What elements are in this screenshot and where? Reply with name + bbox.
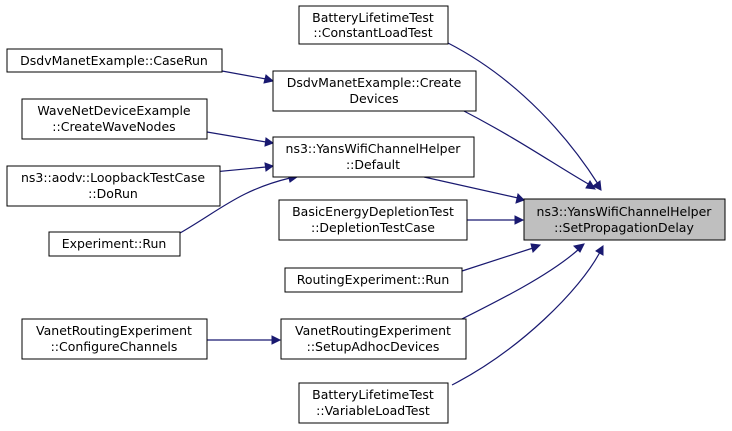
edge-vanet-setup-to-target	[451, 248, 580, 325]
node-aodv-loopback[interactable]: ns3::aodv::LoopbackTestCase ::DoRun	[6, 165, 221, 207]
edge-arrowhead	[271, 335, 282, 345]
node-label: ::Default	[346, 157, 400, 172]
edge-routing-run-to-target	[461, 247, 534, 272]
edge-arrowhead	[264, 137, 275, 147]
edge-dsdv-create-to-target	[461, 109, 591, 186]
node-experiment-run[interactable]: Experiment::Run	[48, 231, 181, 257]
node-label: ::DepletionTestCase	[311, 220, 435, 235]
edge-arrowhead	[263, 74, 275, 84]
node-label: BatteryLifetimeTest	[312, 10, 434, 25]
node-basic-energy-depletion[interactable]: BasicEnergyDepletionTest ::DepletionTest…	[278, 199, 468, 241]
node-label: VanetRoutingExperiment	[36, 323, 192, 338]
node-label: ::ConstantLoadTest	[313, 25, 432, 40]
edges	[179, 42, 604, 386]
node-label: ns3::aodv::LoopbackTestCase	[21, 170, 205, 185]
edge-arrowhead	[530, 243, 542, 253]
edge-arrowhead	[514, 215, 525, 225]
node-vanet-configure-channels[interactable]: VanetRoutingExperiment ::ConfigureChanne…	[21, 318, 208, 360]
node-label: DsdvManetExample::CaseRun	[20, 53, 208, 68]
node-wave-create-nodes[interactable]: WaveNetDeviceExample ::CreateWaveNodes	[21, 98, 208, 140]
edge-arrowhead	[585, 180, 596, 190]
edge-blt-var-to-target	[451, 251, 601, 386]
edge-dsdv-run-to-dsdv-create	[221, 70, 267, 80]
node-vanet-setup-adhoc[interactable]: VanetRoutingExperiment ::SetupAdhocDevic…	[280, 318, 467, 360]
node-target[interactable]: ns3::YansWifiChannelHelper ::SetPropagat…	[523, 198, 726, 241]
node-label: ::SetupAdhocDevices	[307, 339, 440, 354]
edge-wave-to-yans-default	[206, 131, 267, 143]
edge-arrowhead	[264, 162, 275, 172]
node-label: BatteryLifetimeTest	[312, 387, 434, 402]
node-label: ::CreateWaveNodes	[52, 119, 175, 134]
node-routing-experiment-run[interactable]: RoutingExperiment::Run	[284, 267, 463, 293]
node-label: DsdvManetExample::Create	[287, 75, 462, 90]
node-label: WaveNetDeviceExample	[37, 103, 191, 118]
node-label: Experiment::Run	[62, 236, 167, 251]
node-yans-default[interactable]: ns3::YansWifiChannelHelper ::Default	[272, 136, 475, 178]
node-label: RoutingExperiment::Run	[297, 272, 450, 287]
node-label: ns3::YansWifiChannelHelper	[537, 204, 713, 219]
edge-blt-const-to-target	[447, 42, 599, 185]
edge-arrowhead	[515, 193, 525, 204]
node-label: ::ConfigureChannels	[51, 339, 178, 354]
edge-arrowhead	[595, 245, 604, 256]
node-battery-variable-load[interactable]: BatteryLifetimeTest ::VariableLoadTest	[298, 382, 449, 424]
node-label: ns3::YansWifiChannelHelper	[286, 141, 462, 156]
node-battery-constant-load[interactable]: BatteryLifetimeTest ::ConstantLoadTest	[298, 5, 449, 45]
node-label: ::VariableLoadTest	[316, 403, 430, 418]
node-label: ::DoRun	[88, 186, 138, 201]
node-dsdv-create-devices[interactable]: DsdvManetExample::Create Devices	[272, 70, 477, 112]
edge-yans-default-to-target	[423, 176, 519, 199]
node-label: BasicEnergyDepletionTest	[292, 204, 454, 219]
node-dsdv-case-run[interactable]: DsdvManetExample::CaseRun	[6, 48, 223, 73]
edge-arrowhead	[592, 180, 602, 191]
node-label: VanetRoutingExperiment	[295, 323, 451, 338]
edge-arrowhead	[572, 243, 585, 253]
edge-exp-run-to-yans-default	[179, 177, 291, 234]
node-label: ::SetPropagationDelay	[554, 220, 694, 235]
node-label: Devices	[349, 91, 398, 106]
